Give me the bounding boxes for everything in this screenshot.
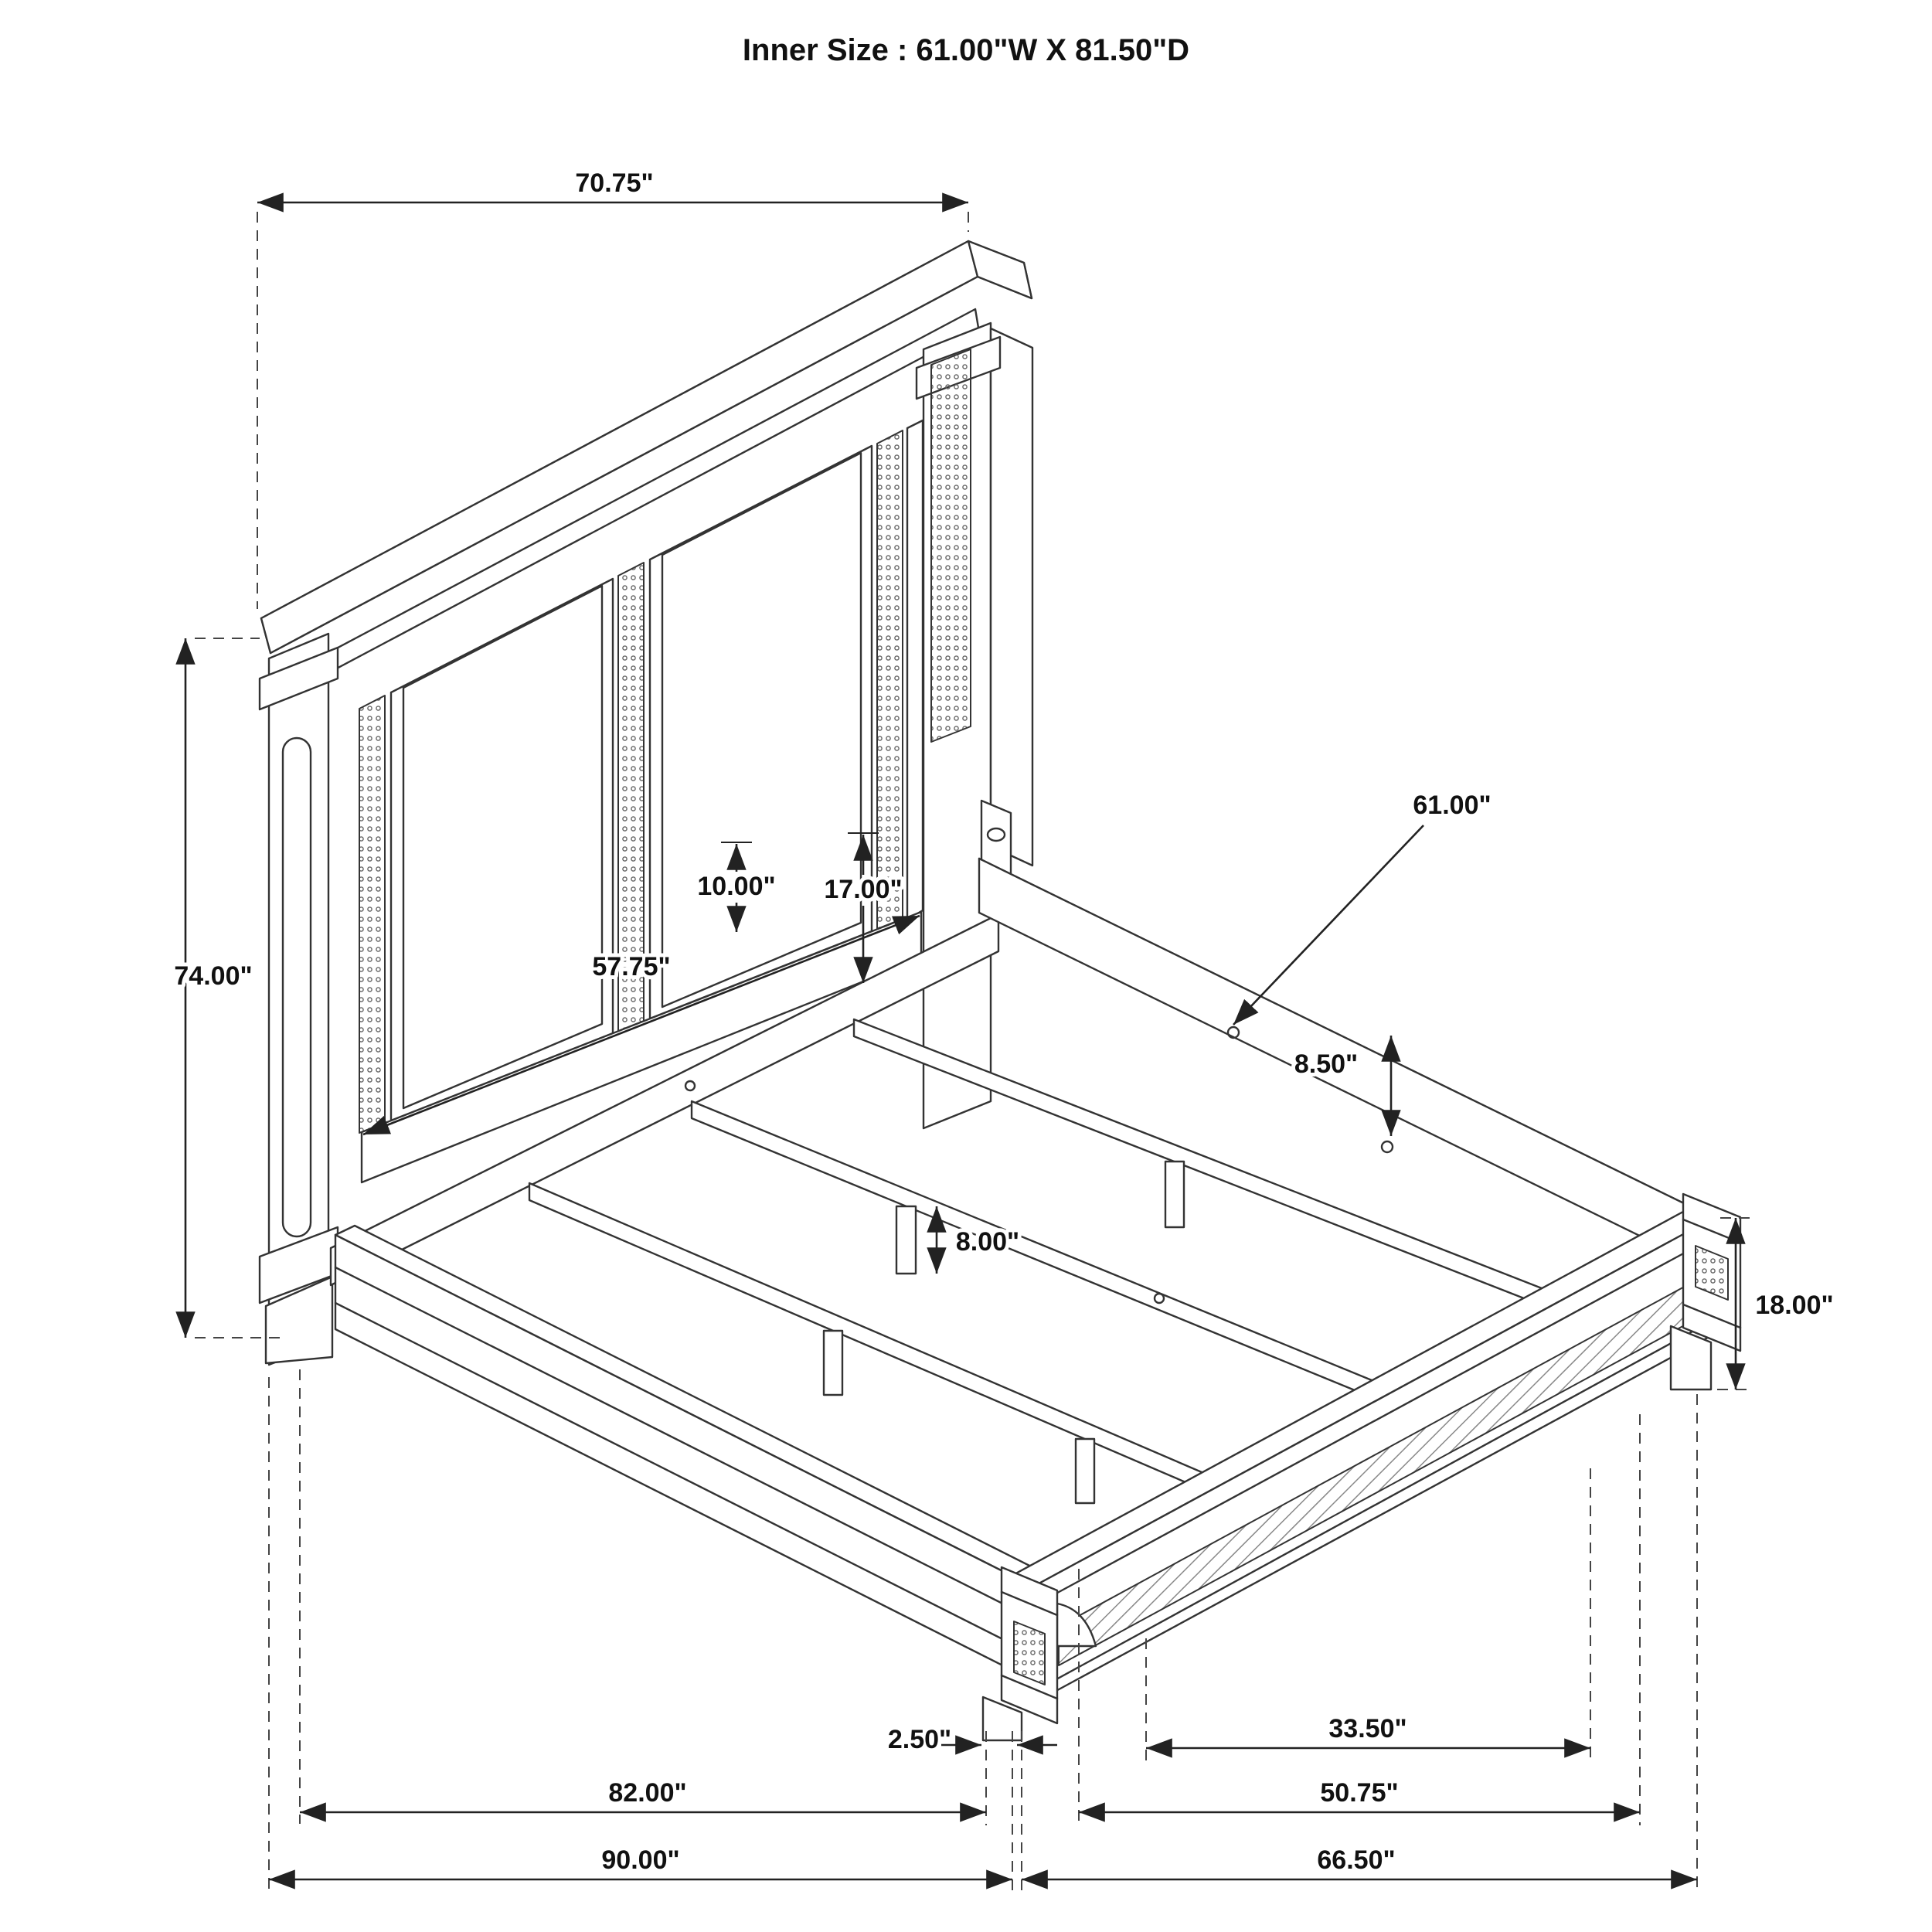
screw-hole (1380, 1140, 1394, 1154)
right-post-side (989, 327, 1034, 867)
support-leg (822, 1329, 844, 1396)
dim-headboard-height: 74.00" (170, 638, 284, 1338)
headboard-right-post (915, 321, 1034, 1130)
support-leg (895, 1205, 917, 1275)
dim-label-panel-inset: 10.00" (697, 872, 775, 901)
dim-label-footboard-width: 66.50" (1317, 1845, 1395, 1875)
dim-label-frame-length: 82.00" (608, 1778, 686, 1808)
slat-rail (852, 1018, 1543, 1307)
headboard-panel-middle (648, 444, 873, 1020)
dim-footboard-width: 66.50" (1021, 1394, 1698, 1892)
dim-frame-length: 82.00" (299, 1369, 986, 1824)
dim-label-headboard-width: 70.75" (575, 168, 653, 198)
headboard-panel-left (389, 577, 614, 1122)
dim-overall-length: 90.00" (268, 1377, 1012, 1892)
dim-foot-width: 2.50" (884, 1721, 1057, 1892)
footboard-trim-band (1058, 1284, 1689, 1666)
left-post-groove (281, 736, 312, 1238)
footboard-top (1010, 1206, 1715, 1588)
dim-label-inner-headboard-width: 57.75" (592, 952, 670, 981)
dim-footboard-height: 18.00" (1717, 1217, 1838, 1390)
dim-label-rail-depth: 8.50" (1294, 1049, 1358, 1079)
dim-label-headboard-clearance: 17.00" (824, 875, 902, 904)
front-left-corner-post (981, 1566, 1059, 1742)
drawing-title: Inner Size : 61.00"W X 81.50"D (743, 33, 1189, 67)
bolt-hole (986, 827, 1006, 842)
right-side-rail (978, 857, 1715, 1263)
support-leg (1164, 1160, 1185, 1229)
dim-label-headboard-height: 74.00" (174, 961, 252, 991)
screw-hole (1153, 1292, 1165, 1304)
slat-rail (690, 1100, 1373, 1399)
left-side-rail (334, 1224, 1054, 1682)
slat-rails (528, 1018, 1543, 1505)
dim-rail-depth: 8.50" (1291, 1036, 1401, 1136)
headboard-panel-right (906, 419, 924, 921)
bead-strip (359, 695, 386, 1134)
dim-leg-height: 8.00" (927, 1206, 1023, 1274)
dim-label-foot-width: 2.50" (888, 1725, 951, 1754)
corner-post-bead (1013, 1621, 1046, 1685)
screw-hole (1226, 1026, 1240, 1039)
bed-frame (329, 799, 1742, 1742)
front-right-foot (1669, 1325, 1713, 1391)
dim-headboard-width: 70.75" (257, 165, 969, 609)
headboard-left-post (258, 632, 339, 1366)
headboard-cap (260, 240, 1033, 699)
left-post-foot (264, 1275, 334, 1365)
dim-label-footboard-inner-width: 50.75" (1320, 1778, 1398, 1808)
dim-panel-inset: 10.00" (693, 842, 780, 932)
dimensions: 70.75" 74.00" 10.00" 17.00" 57.75" 61. (170, 165, 1838, 1892)
dim-label-footboard-height: 18.00" (1755, 1291, 1833, 1320)
dim-label-overall-length: 90.00" (601, 1845, 679, 1875)
corbel-bracket (1056, 1602, 1097, 1648)
dim-footboard-inner-width: 50.75" (1078, 1414, 1641, 1825)
dim-inner-headboard-width: 57.75" (362, 914, 920, 1136)
right-post-bead-band (930, 349, 971, 743)
support-leg (1074, 1437, 1096, 1505)
dim-foot-spacing: 33.50" (1145, 1468, 1591, 1762)
dim-label-leg-height: 8.00" (956, 1227, 1019, 1257)
dim-inner-width: 61.00" (1233, 787, 1495, 1026)
footboard (1010, 1206, 1715, 1705)
dim-label-inner-width: 61.00" (1413, 791, 1491, 820)
left-post-capital (258, 646, 339, 711)
bead-strip (876, 430, 903, 930)
dim-label-foot-spacing: 33.50" (1328, 1714, 1406, 1743)
